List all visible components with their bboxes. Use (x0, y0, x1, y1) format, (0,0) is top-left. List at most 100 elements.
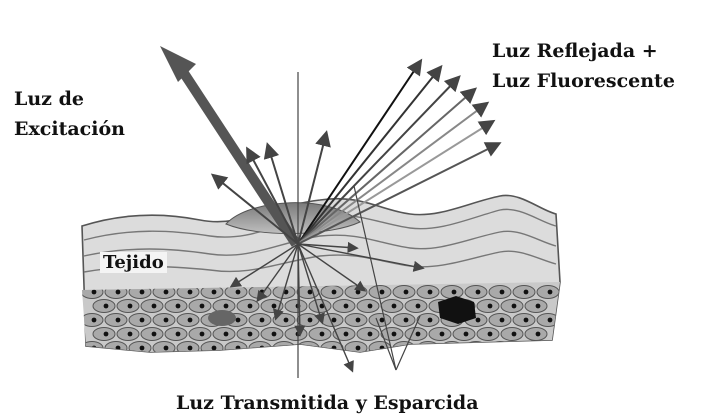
cell (297, 342, 319, 355)
cell-nucleus (200, 332, 205, 337)
cell-nucleus (548, 346, 553, 351)
transmitted-light-label: Luz Transmitida y Esparcida (176, 392, 479, 414)
cell-nucleus (500, 318, 505, 323)
cell-nucleus (416, 304, 421, 309)
cell-nucleus (140, 290, 145, 295)
cell-nucleus (452, 346, 457, 351)
cell-nucleus (524, 346, 529, 351)
cell-nucleus (488, 332, 493, 337)
cell-nucleus (152, 304, 157, 309)
cell-nucleus (104, 332, 109, 337)
cell-nucleus (284, 346, 289, 351)
cell-nucleus (404, 290, 409, 295)
cell-nucleus (188, 290, 193, 295)
cell-nucleus (380, 346, 385, 351)
cell-nucleus (440, 332, 445, 337)
cell-nucleus (356, 290, 361, 295)
cell (537, 342, 559, 355)
cell-nucleus (92, 290, 97, 295)
cell-nucleus (284, 318, 289, 323)
cell-nucleus (476, 318, 481, 323)
cell-nucleus (464, 332, 469, 337)
cell-nucleus (164, 318, 169, 323)
cell-nucleus (404, 318, 409, 323)
cell-nucleus (272, 304, 277, 309)
cell-nucleus (452, 290, 457, 295)
cell-nucleus (428, 346, 433, 351)
cell-nucleus (248, 304, 253, 309)
cell-nucleus (140, 318, 145, 323)
cell-nucleus (476, 346, 481, 351)
cell-nucleus (92, 346, 97, 351)
reflected-label-line1: Luz Reflejada + (492, 36, 675, 66)
cell-nucleus (236, 318, 241, 323)
tissue-label: Tejido (100, 252, 167, 273)
cell (465, 342, 487, 355)
cell-nucleus (212, 346, 217, 351)
cell-nucleus (524, 318, 529, 323)
cell-nucleus (368, 304, 373, 309)
cell-nucleus (416, 332, 421, 337)
cell-nucleus (224, 304, 229, 309)
excitation-label-line2: Excitación (14, 114, 125, 144)
cell-nucleus (500, 290, 505, 295)
cell-nucleus (308, 318, 313, 323)
cell-nucleus (116, 318, 121, 323)
cell-nucleus (248, 332, 253, 337)
cell-nucleus (512, 304, 517, 309)
cell-nucleus (200, 304, 205, 309)
cell-nucleus (488, 304, 493, 309)
excitation-arrow (174, 58, 296, 244)
cell-nucleus (548, 318, 553, 323)
cell-nucleus (176, 332, 181, 337)
cell-nucleus (188, 346, 193, 351)
cell-nucleus (152, 332, 157, 337)
cell-nucleus (344, 332, 349, 337)
excitation-label-line1: Luz de (14, 84, 125, 114)
cell-nucleus (116, 290, 121, 295)
cell-nucleus (260, 346, 265, 351)
cell-nucleus (332, 318, 337, 323)
cell-nucleus (128, 332, 133, 337)
cell-nucleus (212, 290, 217, 295)
cell-nucleus (140, 346, 145, 351)
cell-nucleus (260, 318, 265, 323)
cell-nucleus (188, 318, 193, 323)
cell-nucleus (392, 332, 397, 337)
cell (513, 342, 535, 355)
cell-nucleus (536, 304, 541, 309)
cell-nucleus (164, 290, 169, 295)
reflected-light-label: Luz Reflejada + Luz Fluorescente (492, 36, 675, 96)
cell-nucleus (224, 332, 229, 337)
cell-nucleus (272, 332, 277, 337)
cell-nucleus (236, 346, 241, 351)
cell-nucleus (476, 290, 481, 295)
cell-nucleus (368, 332, 373, 337)
cell-nucleus (548, 290, 553, 295)
cell-nucleus (332, 346, 337, 351)
cell-nucleus (428, 318, 433, 323)
cell (273, 342, 295, 355)
reflected-label-line2: Luz Fluorescente (492, 66, 675, 96)
cell-nucleus (236, 290, 241, 295)
cell-nucleus (320, 332, 325, 337)
cell-nucleus (176, 304, 181, 309)
cell-nucleus (104, 304, 109, 309)
cell-nucleus (392, 304, 397, 309)
cell (489, 342, 511, 355)
gray-inclusion (208, 310, 236, 326)
excitation-light-label: Luz de Excitación (14, 84, 125, 144)
cell-nucleus (380, 290, 385, 295)
cell-nucleus (164, 346, 169, 351)
cell-nucleus (536, 332, 541, 337)
cell-nucleus (356, 346, 361, 351)
cell-nucleus (356, 318, 361, 323)
cell-nucleus (344, 304, 349, 309)
cell-nucleus (128, 304, 133, 309)
cell-nucleus (332, 290, 337, 295)
cell-layer (80, 278, 564, 358)
cell-nucleus (524, 290, 529, 295)
cell-nucleus (512, 332, 517, 337)
cell-nucleus (428, 290, 433, 295)
